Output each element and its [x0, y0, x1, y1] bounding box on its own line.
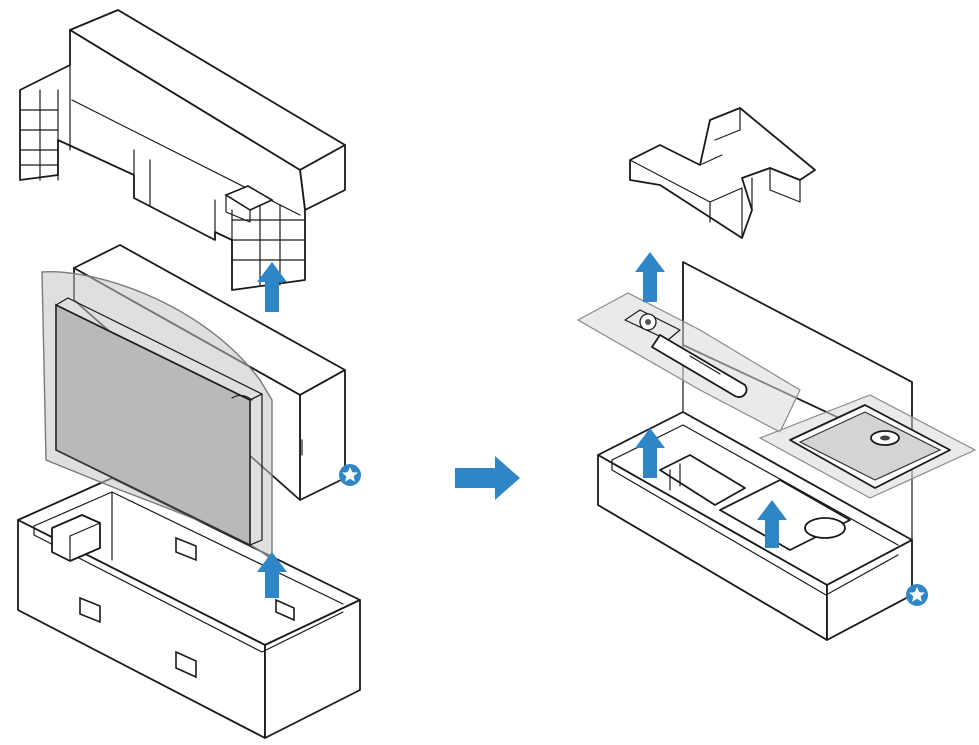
right-step: [576, 107, 977, 641]
up-arrow-icon: [635, 252, 665, 302]
top-foam-cushion: [19, 9, 346, 291]
left-step: [17, 9, 361, 739]
up-arrow-icon: [757, 500, 787, 548]
right-arrow-icon: [455, 456, 520, 500]
up-arrow-icon: [257, 262, 287, 312]
bottom-outer-box: [17, 477, 361, 739]
stand-neck-bag: [576, 292, 801, 433]
up-arrow-icon: [635, 428, 665, 478]
star-badge-icon: [339, 464, 361, 486]
tv-in-bag: [41, 270, 273, 562]
up-arrow-icon: [257, 552, 287, 598]
star-badge-icon: [906, 584, 928, 606]
h-shaped-foam: [629, 107, 816, 239]
stand-base-bag: [758, 394, 977, 499]
